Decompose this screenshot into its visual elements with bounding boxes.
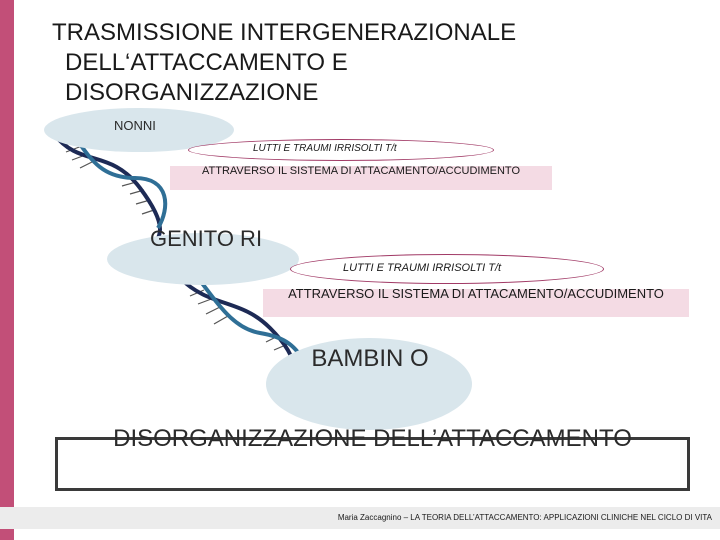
title-line-1: TRASMISSIONE INTERGENERAZIONALE (52, 19, 516, 46)
left-accent-bar (0, 0, 14, 540)
title-line-3: DISORGANIZZAZIONE (52, 78, 652, 108)
child-label: BAMBIN O (300, 344, 440, 374)
system-label-2: ATTRAVERSO IL SISTEMA DI ATTACAMENTO/ACC… (263, 285, 689, 302)
trauma-label-1: LUTTI E TRAUMI IRRISOLTI T/t (253, 143, 397, 154)
trauma-label-2: LUTTI E TRAUMI IRRISOLTI T/t (343, 262, 501, 274)
grandparents-label: NONNI (114, 118, 156, 133)
slide-title: TRASMISSIONE INTERGENERAZIONALE DELL‘ATT… (52, 18, 652, 108)
footer-credit: Maria Zaccagnino – LA TEORIA DELL’ATTACC… (0, 513, 712, 522)
system-label-1: ATTRAVERSO IL SISTEMA DI ATTACAMENTO/ACC… (170, 164, 552, 179)
parents-label: GENITO RI (150, 225, 270, 253)
title-line-2: DELL‘ATTACCAMENTO E (52, 48, 652, 78)
outcome-label: DISORGANIZZAZIONE DELL’ATTACCAMENTO (55, 424, 690, 454)
